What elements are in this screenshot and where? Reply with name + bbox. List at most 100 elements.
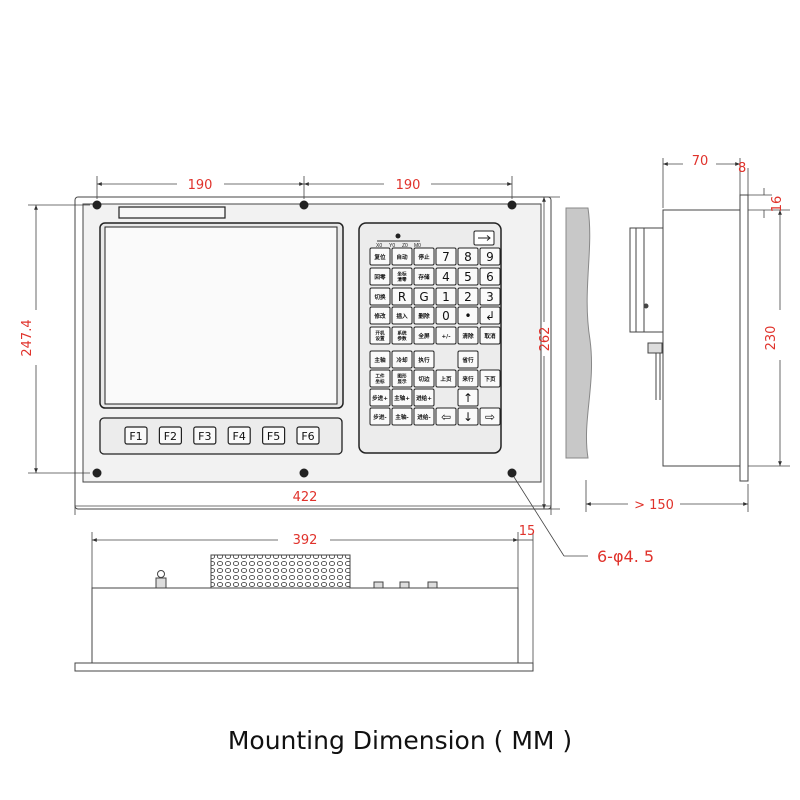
hole-bottom-center: [299, 468, 309, 478]
keypad-key-label: 9: [486, 250, 494, 264]
usb-port-icon: [473, 230, 495, 246]
function-key-f5[interactable]: F5: [262, 426, 286, 445]
keypad-key[interactable]: 步进+: [369, 388, 391, 407]
keypad-key[interactable]: 全屏: [413, 326, 435, 345]
function-key-f2[interactable]: F2: [158, 426, 182, 445]
function-key-label: F6: [301, 430, 314, 443]
keypad-key[interactable]: 3: [479, 287, 501, 306]
cable-gland: [647, 342, 663, 354]
keypad-key-label: 开机: [375, 330, 385, 337]
keypad-key[interactable]: 删除: [413, 306, 435, 325]
keypad-key[interactable]: 省行: [457, 350, 479, 369]
keypad-key[interactable]: 主轴-: [391, 407, 413, 426]
keypad-key[interactable]: 9: [479, 247, 501, 266]
keypad-key-label: 进给+: [416, 394, 432, 402]
dim-422: 422: [293, 490, 318, 505]
dim-8: 8: [738, 161, 746, 176]
hole-top-center: [299, 200, 309, 210]
keypad-key[interactable]: ↲: [479, 306, 501, 325]
dim-262: 262: [538, 327, 553, 352]
keypad-key[interactable]: 主轴: [369, 350, 391, 369]
keypad-key-label: 7: [442, 250, 450, 264]
keypad-key[interactable]: 6: [479, 267, 501, 286]
keypad-key[interactable]: 上页: [435, 369, 457, 388]
keypad-key-label: 参数: [397, 335, 407, 342]
function-key-f3[interactable]: F3: [193, 426, 217, 445]
label-slot: [118, 206, 226, 219]
keypad-key[interactable]: 步进-: [369, 407, 391, 426]
keypad-key[interactable]: +/-: [435, 326, 457, 345]
keypad-key[interactable]: 切边: [413, 369, 435, 388]
keypad-key-label: 坐标: [375, 378, 385, 385]
keypad-key[interactable]: 主轴+: [391, 388, 413, 407]
keypad-key[interactable]: 8: [457, 247, 479, 266]
keypad-key[interactable]: 进给+: [413, 388, 435, 407]
power-indicator: [395, 233, 401, 239]
keypad-key[interactable]: 取消: [479, 326, 501, 345]
keypad-key[interactable]: 5: [457, 267, 479, 286]
keypad-key[interactable]: 4: [435, 267, 457, 286]
keypad-key-label: 全屏: [417, 332, 430, 340]
dim-230: 230: [764, 326, 779, 351]
keypad-key-label: 下页: [484, 375, 496, 383]
keypad-key-label: 进给-: [417, 413, 431, 421]
keypad-key[interactable]: G: [413, 287, 435, 306]
function-key-f1[interactable]: F1: [124, 426, 148, 445]
keypad-key[interactable]: ↑: [457, 388, 479, 407]
side-view: [565, 194, 749, 482]
keypad-key[interactable]: 进给-: [413, 407, 435, 426]
keypad-key[interactable]: 来行: [457, 369, 479, 388]
keypad-key-label: 切边: [418, 375, 430, 383]
keypad-key[interactable]: ↓: [457, 407, 479, 426]
function-key-f4[interactable]: F4: [227, 426, 251, 445]
dim-16: 16: [770, 196, 785, 213]
function-key-f6[interactable]: F6: [296, 426, 320, 445]
keypad-key[interactable]: 插入: [391, 306, 413, 325]
keypad-key[interactable]: 清除: [457, 326, 479, 345]
vent-grille: [210, 554, 351, 589]
hole-bottom-right: [507, 468, 517, 478]
keypad-key[interactable]: 下页: [479, 369, 501, 388]
keypad-key-label: 停止: [418, 253, 430, 261]
keypad-key[interactable]: 7: [435, 247, 457, 266]
keypad-key[interactable]: 复位: [369, 247, 391, 266]
side-bracket: [629, 227, 664, 333]
connector-3: [427, 581, 438, 589]
keypad-key[interactable]: 1: [435, 287, 457, 306]
keypad-key[interactable]: 冷却: [391, 350, 413, 369]
mounting-holes: [92, 200, 517, 478]
keypad-key-label: 坐标: [397, 271, 407, 278]
keypad-key-label: 切换: [374, 293, 386, 301]
keypad-key[interactable]: 存储: [413, 267, 435, 286]
keypad-key[interactable]: 修改: [369, 306, 391, 325]
dim-247-4: 247.4: [20, 319, 35, 356]
axis-label-x: X0: [376, 243, 382, 249]
keypad-key[interactable]: 切换: [369, 287, 391, 306]
keypad-key[interactable]: 2: [457, 287, 479, 306]
keypad-key[interactable]: ⇨: [479, 407, 501, 426]
function-key-label: F5: [267, 430, 280, 443]
keypad-key[interactable]: 执行: [413, 350, 435, 369]
function-keys: F1 F2 F3 F4 F5 F6: [124, 426, 320, 445]
keypad-key[interactable]: 回零: [369, 267, 391, 286]
bottom-view: [74, 554, 534, 672]
keypad-key-label: 8: [464, 250, 472, 264]
keypad-key-label: 主轴-: [395, 413, 409, 421]
keypad-key[interactable]: •: [457, 306, 479, 325]
keypad-key[interactable]: ⇦: [435, 407, 457, 426]
keypad-key[interactable]: 停止: [413, 247, 435, 266]
dim-holes: 6-φ4. 5: [597, 547, 654, 566]
hole-bottom-left: [92, 468, 102, 478]
keypad-key[interactable]: R: [391, 287, 413, 306]
keypad-key[interactable]: 自动: [391, 247, 413, 266]
keypad-key-label: 设置: [375, 335, 385, 342]
keypad-key[interactable]: 0: [435, 306, 457, 325]
keypad-key-label: 来行: [462, 375, 474, 383]
keypad-key-label: 主轴+: [394, 394, 410, 402]
dim-190-right: 190: [396, 178, 421, 193]
